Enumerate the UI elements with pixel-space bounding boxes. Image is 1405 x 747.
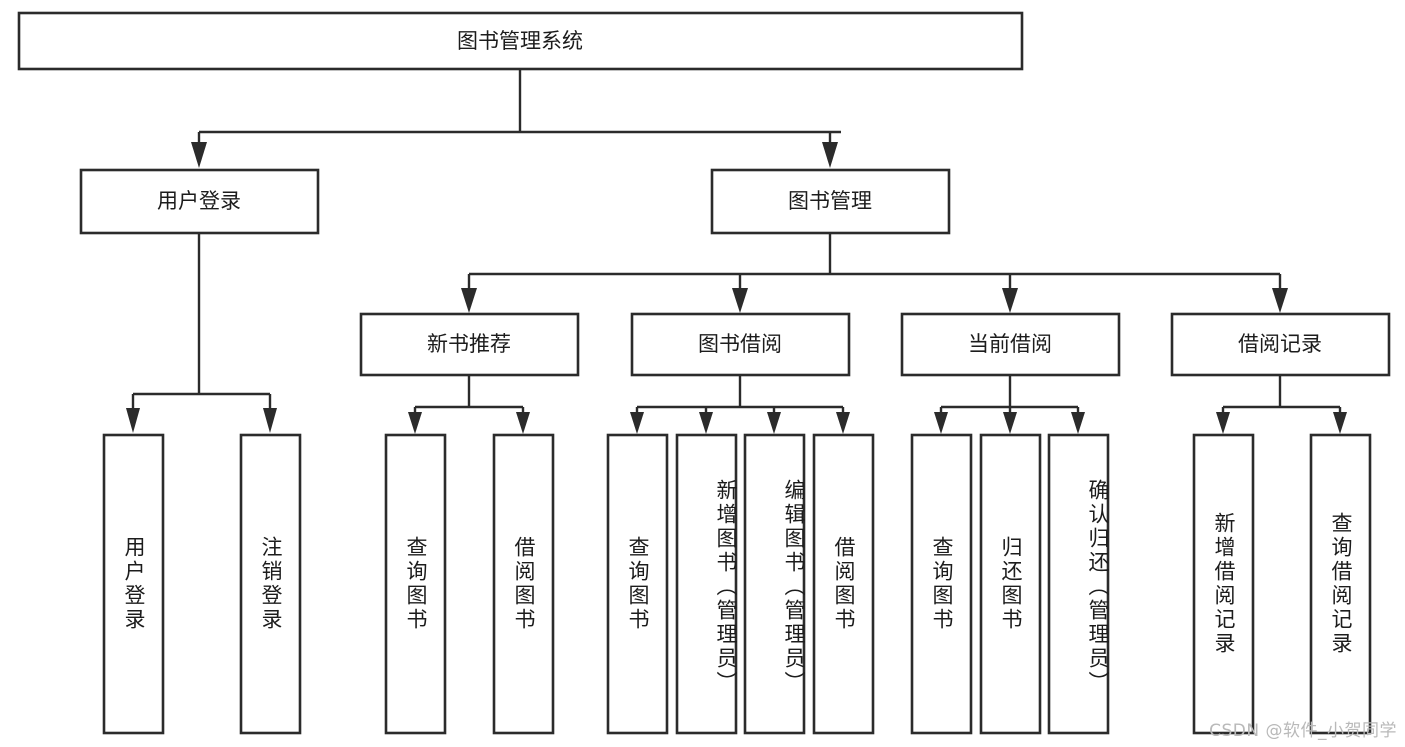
node-borrow-record-box[interactable] [1170, 312, 1391, 377]
arrow-head-icon [1333, 412, 1347, 434]
arrow-head-icon [1272, 288, 1288, 313]
node-root-label: 图书管理系统 [457, 29, 583, 53]
node-book-management[interactable]: 图书管理 [710, 168, 951, 235]
leaf-box-user-login[interactable] [102, 433, 165, 735]
leaf-box-add-book[interactable] [675, 433, 738, 735]
leaf-box-borrow-book-a[interactable] [492, 433, 555, 735]
arrow-head-icon [732, 288, 748, 313]
arrow-head-icon [191, 142, 207, 168]
arrow-head-icon [836, 412, 850, 434]
node-root-box[interactable] [17, 11, 1024, 71]
node-user-login[interactable]: 用户登录 [79, 168, 320, 235]
node-user-login-label: 用户登录 [157, 189, 241, 213]
arrow-head-icon [699, 412, 713, 434]
connector-group-borrow [630, 375, 850, 434]
arrow-head-icon [934, 412, 948, 434]
leaf-box-query-book-b[interactable] [606, 433, 669, 735]
arrow-head-icon [630, 412, 644, 434]
leaf-box-borrow-book-b[interactable] [812, 433, 875, 735]
leaf-box-return-book[interactable] [979, 433, 1042, 735]
arrow-head-icon [1216, 412, 1230, 434]
connector-group-record [1216, 375, 1347, 434]
node-book-management-label: 图书管理 [788, 189, 872, 213]
leaf-box-edit-book[interactable] [743, 433, 806, 735]
arrow-head-icon [1002, 288, 1018, 313]
node-current-borrow[interactable]: 当前借阅 [900, 312, 1121, 377]
arrow-head-icon [767, 412, 781, 434]
arrow-head-icon [1071, 412, 1085, 434]
arrow-head-icon [516, 412, 530, 434]
node-current-borrow-label: 当前借阅 [968, 332, 1052, 356]
node-new-book-recommend-label: 新书推荐 [427, 332, 511, 356]
node-new-book-recommend-box[interactable] [359, 312, 580, 377]
connector-group-root [191, 69, 841, 168]
leaf-box-query-book-c[interactable] [910, 433, 973, 735]
leaf-box-add-record[interactable] [1192, 433, 1255, 735]
node-new-book-recommend[interactable]: 新书推荐 [359, 312, 580, 377]
connector-group-book-mgmt [461, 233, 1288, 313]
leaf-box-confirm-return[interactable] [1047, 433, 1110, 735]
connector-group-user-login [126, 233, 277, 433]
arrow-head-icon [822, 142, 838, 168]
connector-group-current [934, 375, 1085, 434]
leaf-box-logout[interactable] [239, 433, 302, 735]
arrow-head-icon [408, 412, 422, 434]
node-root[interactable]: 图书管理系统 [17, 11, 1024, 71]
arrow-head-icon [263, 408, 277, 433]
node-book-management-box[interactable] [710, 168, 951, 235]
node-book-borrow-box[interactable] [630, 312, 851, 377]
node-current-borrow-box[interactable] [900, 312, 1121, 377]
node-book-borrow-label: 图书借阅 [698, 332, 782, 356]
leaf-box-query-record[interactable] [1309, 433, 1372, 735]
arrow-head-icon [461, 288, 477, 313]
connector-group-new-book [408, 375, 530, 434]
arrow-head-icon [126, 408, 140, 433]
arrow-head-icon [1003, 412, 1017, 434]
node-book-borrow[interactable]: 图书借阅 [630, 312, 851, 377]
leaf-box-query-book-a[interactable] [384, 433, 447, 735]
node-user-login-box[interactable] [79, 168, 320, 235]
node-borrow-record-label: 借阅记录 [1238, 332, 1322, 356]
node-borrow-record[interactable]: 借阅记录 [1170, 312, 1391, 377]
watermark-text: CSDN @软件_小贺同学 [1209, 721, 1397, 741]
